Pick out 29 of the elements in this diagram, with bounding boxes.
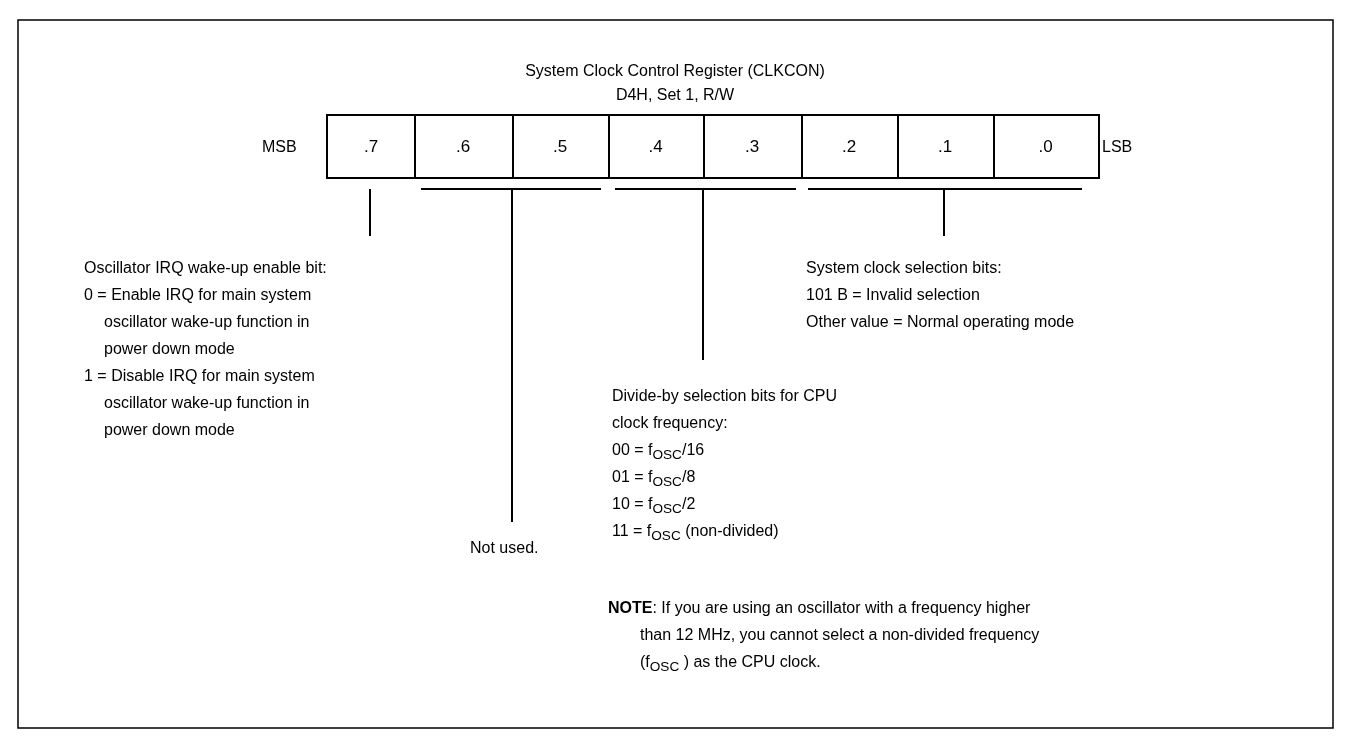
description-heading: Divide-by selection bits for CPU clock frequency: [612, 386, 838, 433]
bit-cell: .1 [897, 114, 995, 179]
bit-cell: .0 [993, 114, 1100, 179]
bit-cell: .3 [703, 114, 803, 179]
leader-line [702, 188, 753, 361]
leader-line [943, 188, 1047, 237]
description-heading: System clock selection bits: [806, 258, 1003, 278]
msb-label: MSB [262, 138, 297, 156]
bit-cell: .7 [326, 114, 416, 179]
description-text: 0 = Enable IRQ for main system oscillator wake-up function in power down mode [84, 285, 313, 359]
register-title: System Clock Control Register (CLKCON) [525, 62, 825, 80]
description-text: 1 = Disable IRQ for main system oscillator wake-up function in power down mode [84, 366, 316, 440]
lsb-label: LSB [1102, 138, 1133, 156]
note-text: NOTE: If you are using an oscillator with a frequency higher than 12 MHz, you cannot select a non-divided frequency (f$_{OSC}$ ) as the CPU clock. [608, 598, 1041, 675]
description-text: 101 B = Invalid selection [806, 285, 981, 305]
bit-cell: .5 [512, 114, 610, 179]
register-address: D4H, Set 1, R/W [615, 86, 735, 104]
description-heading: Not used. [470, 538, 540, 558]
leader-line [511, 188, 561, 523]
description-text: Other value = Normal operating mode [806, 312, 1076, 332]
bit-cell: .2 [801, 114, 899, 179]
bit-cell: .6 [414, 114, 514, 179]
leader-line [369, 188, 371, 237]
description-text: 11 = f$_{OSC}$ (non-divided) [612, 521, 780, 544]
bit-cell: .4 [608, 114, 705, 179]
description-text: 10 = f$_{OSC}$/2 [612, 494, 697, 517]
description-text: 00 = f$_{OSC}$/16 [612, 440, 706, 463]
description-text: 01 = f$_{OSC}$/8 [612, 467, 697, 490]
description-heading: Oscillator IRQ wake-up enable bit: [84, 258, 328, 278]
